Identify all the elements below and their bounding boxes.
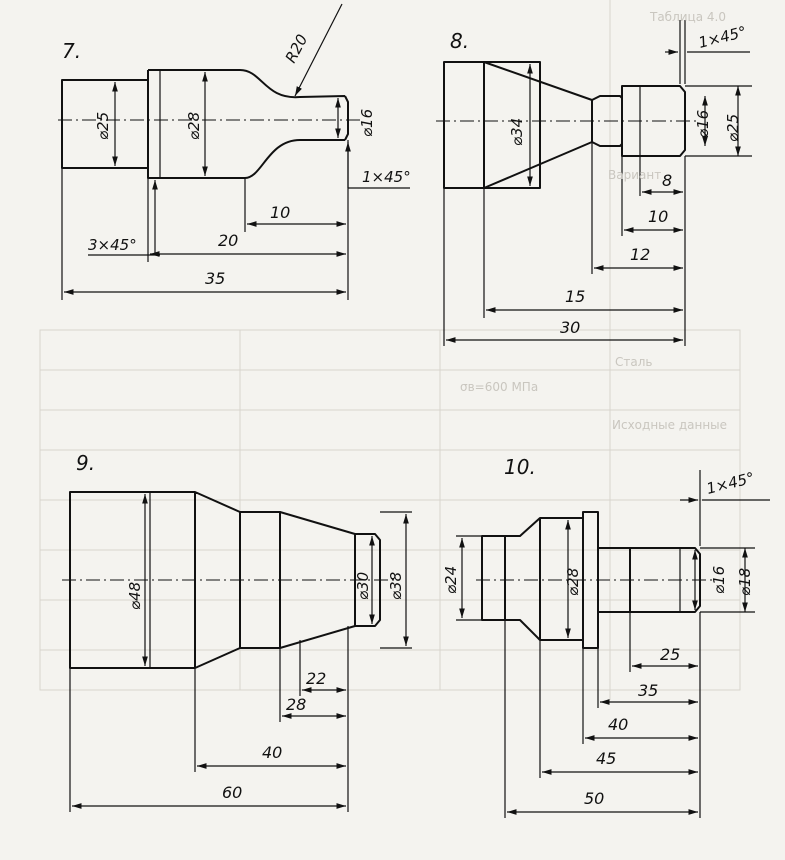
figure-9-len22-label: 22 <box>306 669 326 688</box>
figure-7-chamfer-right-label: 1×45° <box>362 168 411 186</box>
figure-8-len12-label: 12 <box>630 245 650 264</box>
figure-8-number: 8. <box>450 29 469 53</box>
figure-7-outline <box>61 69 349 179</box>
ghost-text-initial-data: Исходные данные <box>612 418 728 432</box>
figure-10-len25-label: 25 <box>660 645 680 664</box>
figure-8-chamfer-label: 1×45° <box>697 23 749 52</box>
figure-10-chamfer-label: 1×45° <box>705 469 757 498</box>
figure-8: 8. ⌀34 ⌀16 ⌀25 1×45° <box>436 20 752 346</box>
figure-7-radius-leader <box>294 3 343 97</box>
figure-7-len35-label: 35 <box>205 269 225 288</box>
figure-9-d30-label: ⌀30 <box>354 572 372 600</box>
figure-8-d34-label: ⌀34 <box>508 118 526 146</box>
figure-10-d28-label: ⌀28 <box>564 568 582 596</box>
figure-7: 7. ⌀25 ⌀28 ⌀16 R20 1×45° <box>58 3 411 300</box>
figure-8-len10-label: 10 <box>648 207 668 226</box>
figure-7-number: 7. <box>62 39 81 63</box>
figure-8-len15-label: 15 <box>565 287 585 306</box>
figure-9-d38-label: ⌀38 <box>387 572 405 600</box>
figure-7-d25-label: ⌀25 <box>94 112 112 140</box>
ghost-text-table-title: Таблица 4.0 <box>650 10 726 24</box>
ghost-text-strength: σв=600 МПа <box>460 380 539 394</box>
figure-9-len60-label: 60 <box>222 783 242 802</box>
figure-7-d16-label: ⌀16 <box>358 109 376 137</box>
figure-9-d48-label: ⌀48 <box>126 582 144 610</box>
figure-8-len8-label: 8 <box>662 171 672 190</box>
figure-7-radius-label: R20 <box>282 31 312 66</box>
figure-10-len35-label: 35 <box>638 681 658 700</box>
ghost-text-variant: Вариант <box>608 168 662 182</box>
figure-7-chamfer-left-label: 3×45° <box>88 236 137 254</box>
figure-8-len30-label: 30 <box>560 318 580 337</box>
figure-10-len50-label: 50 <box>584 789 604 808</box>
figure-9-len28-label: 28 <box>286 695 306 714</box>
figure-9-number: 9. <box>76 451 95 475</box>
figure-10-d18-label: ⌀18 <box>736 568 754 596</box>
ghost-text-steel: Сталь <box>615 355 653 369</box>
figure-7-len10-label: 10 <box>270 203 290 222</box>
figure-7-d28-label: ⌀28 <box>185 112 203 140</box>
figure-8-d25-label: ⌀25 <box>724 114 742 142</box>
figure-10-len45-label: 45 <box>596 749 616 768</box>
figure-9: 9. ⌀48 ⌀30 ⌀38 22 28 40 6 <box>62 451 412 812</box>
figure-10: 10. ⌀24 ⌀28 ⌀16 ⌀18 1×45° <box>442 455 770 818</box>
figure-10-d24-label: ⌀24 <box>442 566 460 594</box>
figure-10-d16-label: ⌀16 <box>710 566 728 594</box>
figure-10-len40-label: 40 <box>608 715 628 734</box>
figure-8-d16-label: ⌀16 <box>694 110 712 138</box>
figure-9-len40-label: 40 <box>262 743 282 762</box>
figure-10-number: 10. <box>504 455 536 479</box>
figure-7-len20-label: 20 <box>218 231 238 250</box>
